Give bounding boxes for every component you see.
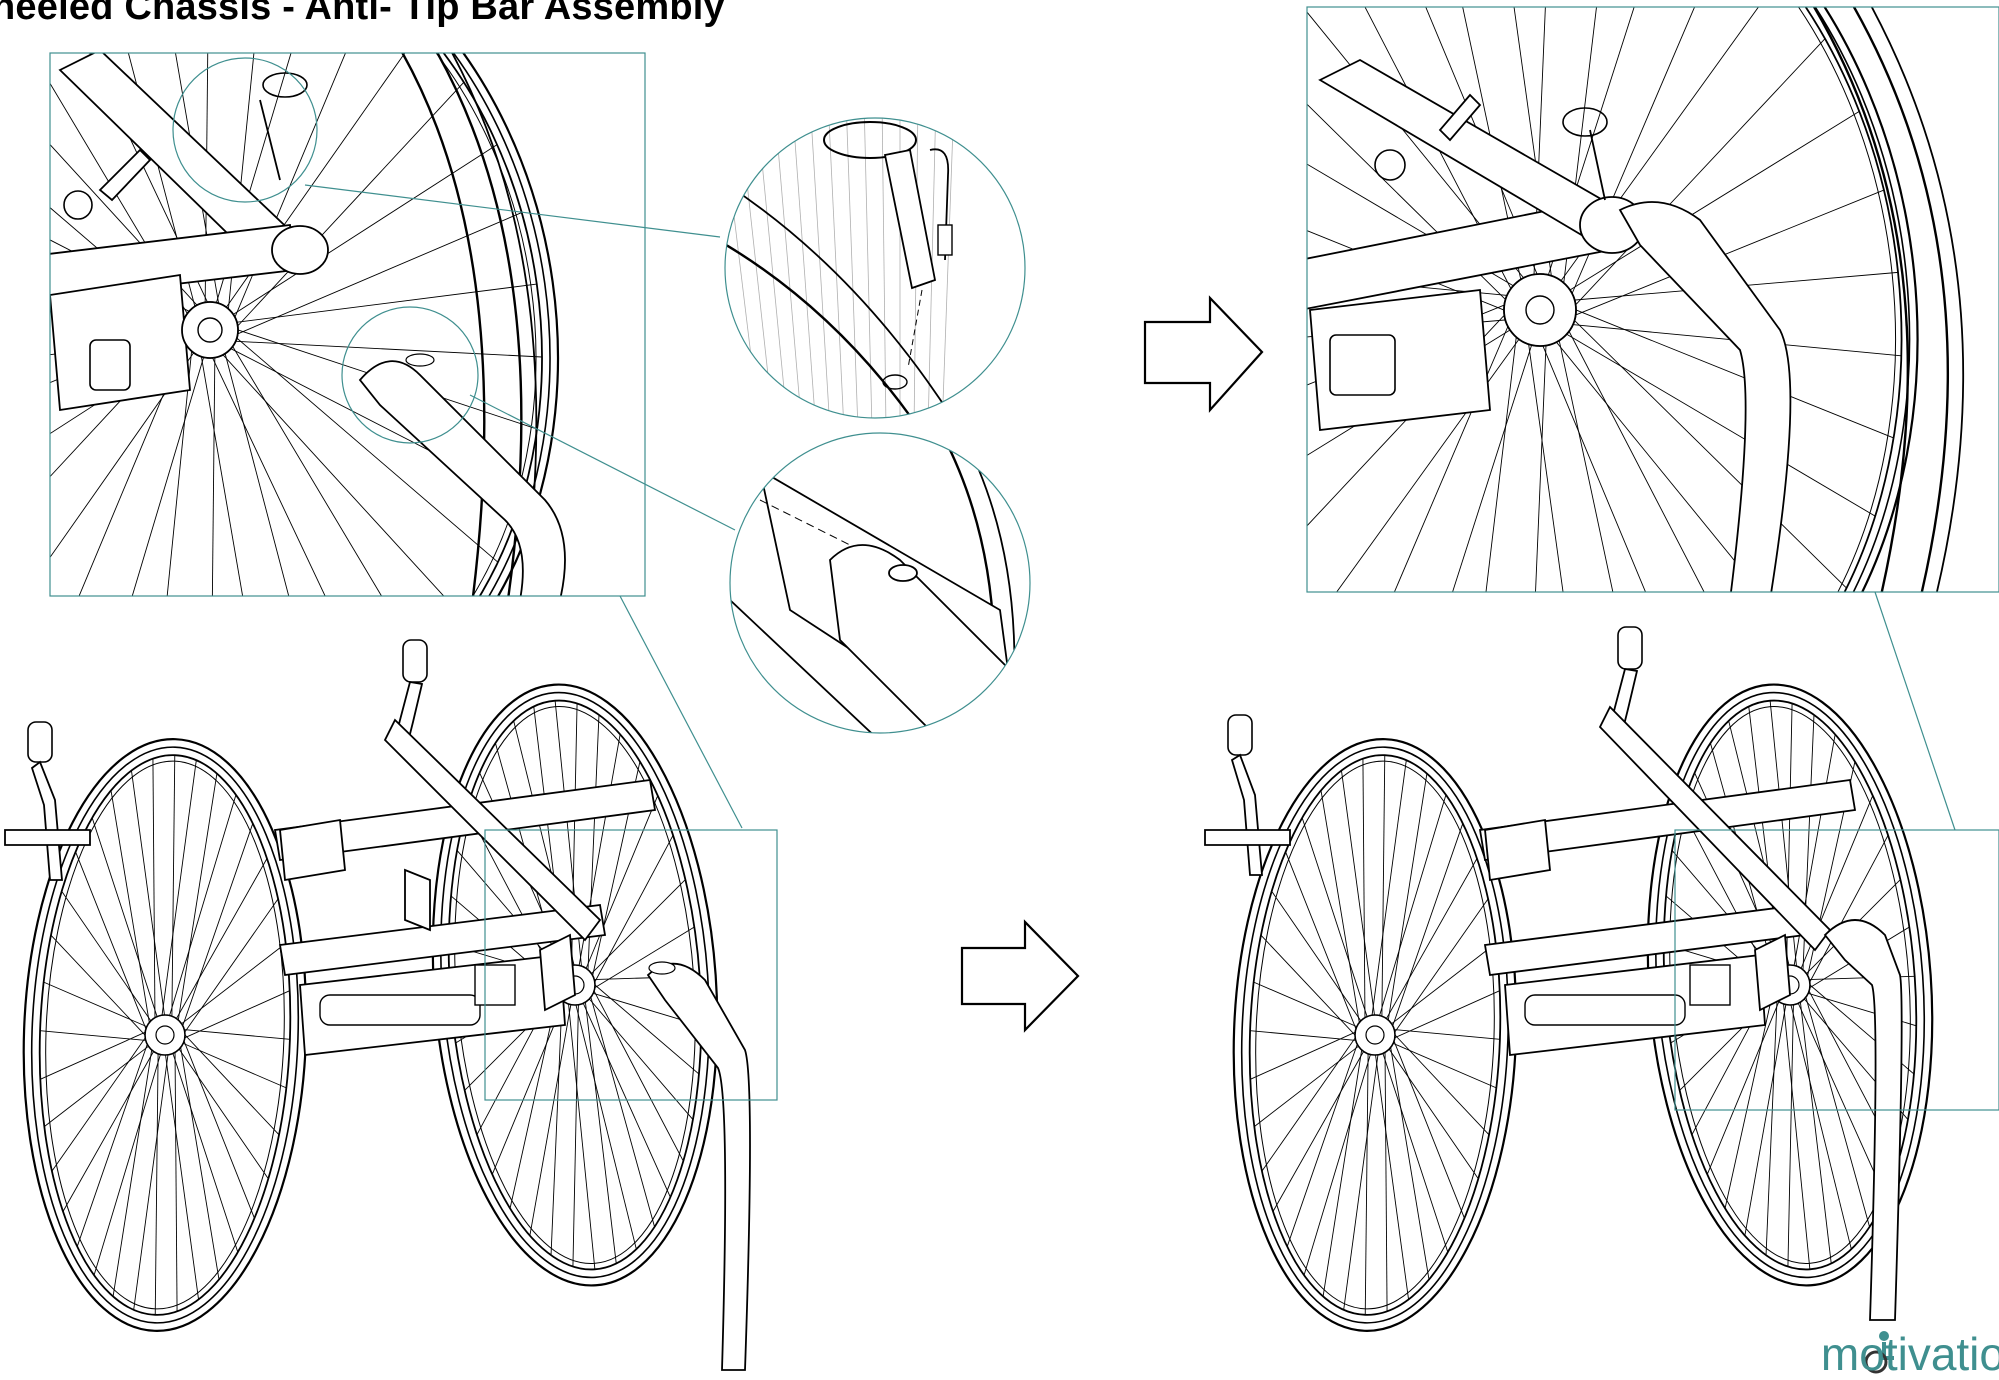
- chassis-after: [1204, 626, 1999, 1332]
- detail-region-before: [484, 829, 778, 1101]
- callout-hole-area: [341, 306, 479, 444]
- zoom-disc-hole: [729, 432, 1031, 734]
- arrow-right-icon: [1143, 295, 1264, 413]
- brand-logo-text: motivatio: [1820, 1328, 1999, 1380]
- detail-frame-after: [1306, 6, 1999, 593]
- detail-frame-before: [49, 52, 646, 597]
- chassis-before: [4, 639, 778, 1371]
- motivation-logo-icon: [1864, 1331, 1894, 1374]
- detail-panel-after: [1306, 6, 1999, 831]
- spoked-wheel: [22, 738, 308, 1332]
- callout-pin-area: [172, 57, 318, 203]
- zoom-disc-pin: [724, 117, 1026, 419]
- spoked-wheel: [1232, 738, 1518, 1332]
- arrow-right-icon: [960, 919, 1080, 1033]
- page-title: heeled Chassis - Anti- Tip Bar Assembly: [0, 0, 725, 28]
- detail-panel-before: [49, 52, 743, 829]
- detail-region-after: [1674, 829, 1999, 1111]
